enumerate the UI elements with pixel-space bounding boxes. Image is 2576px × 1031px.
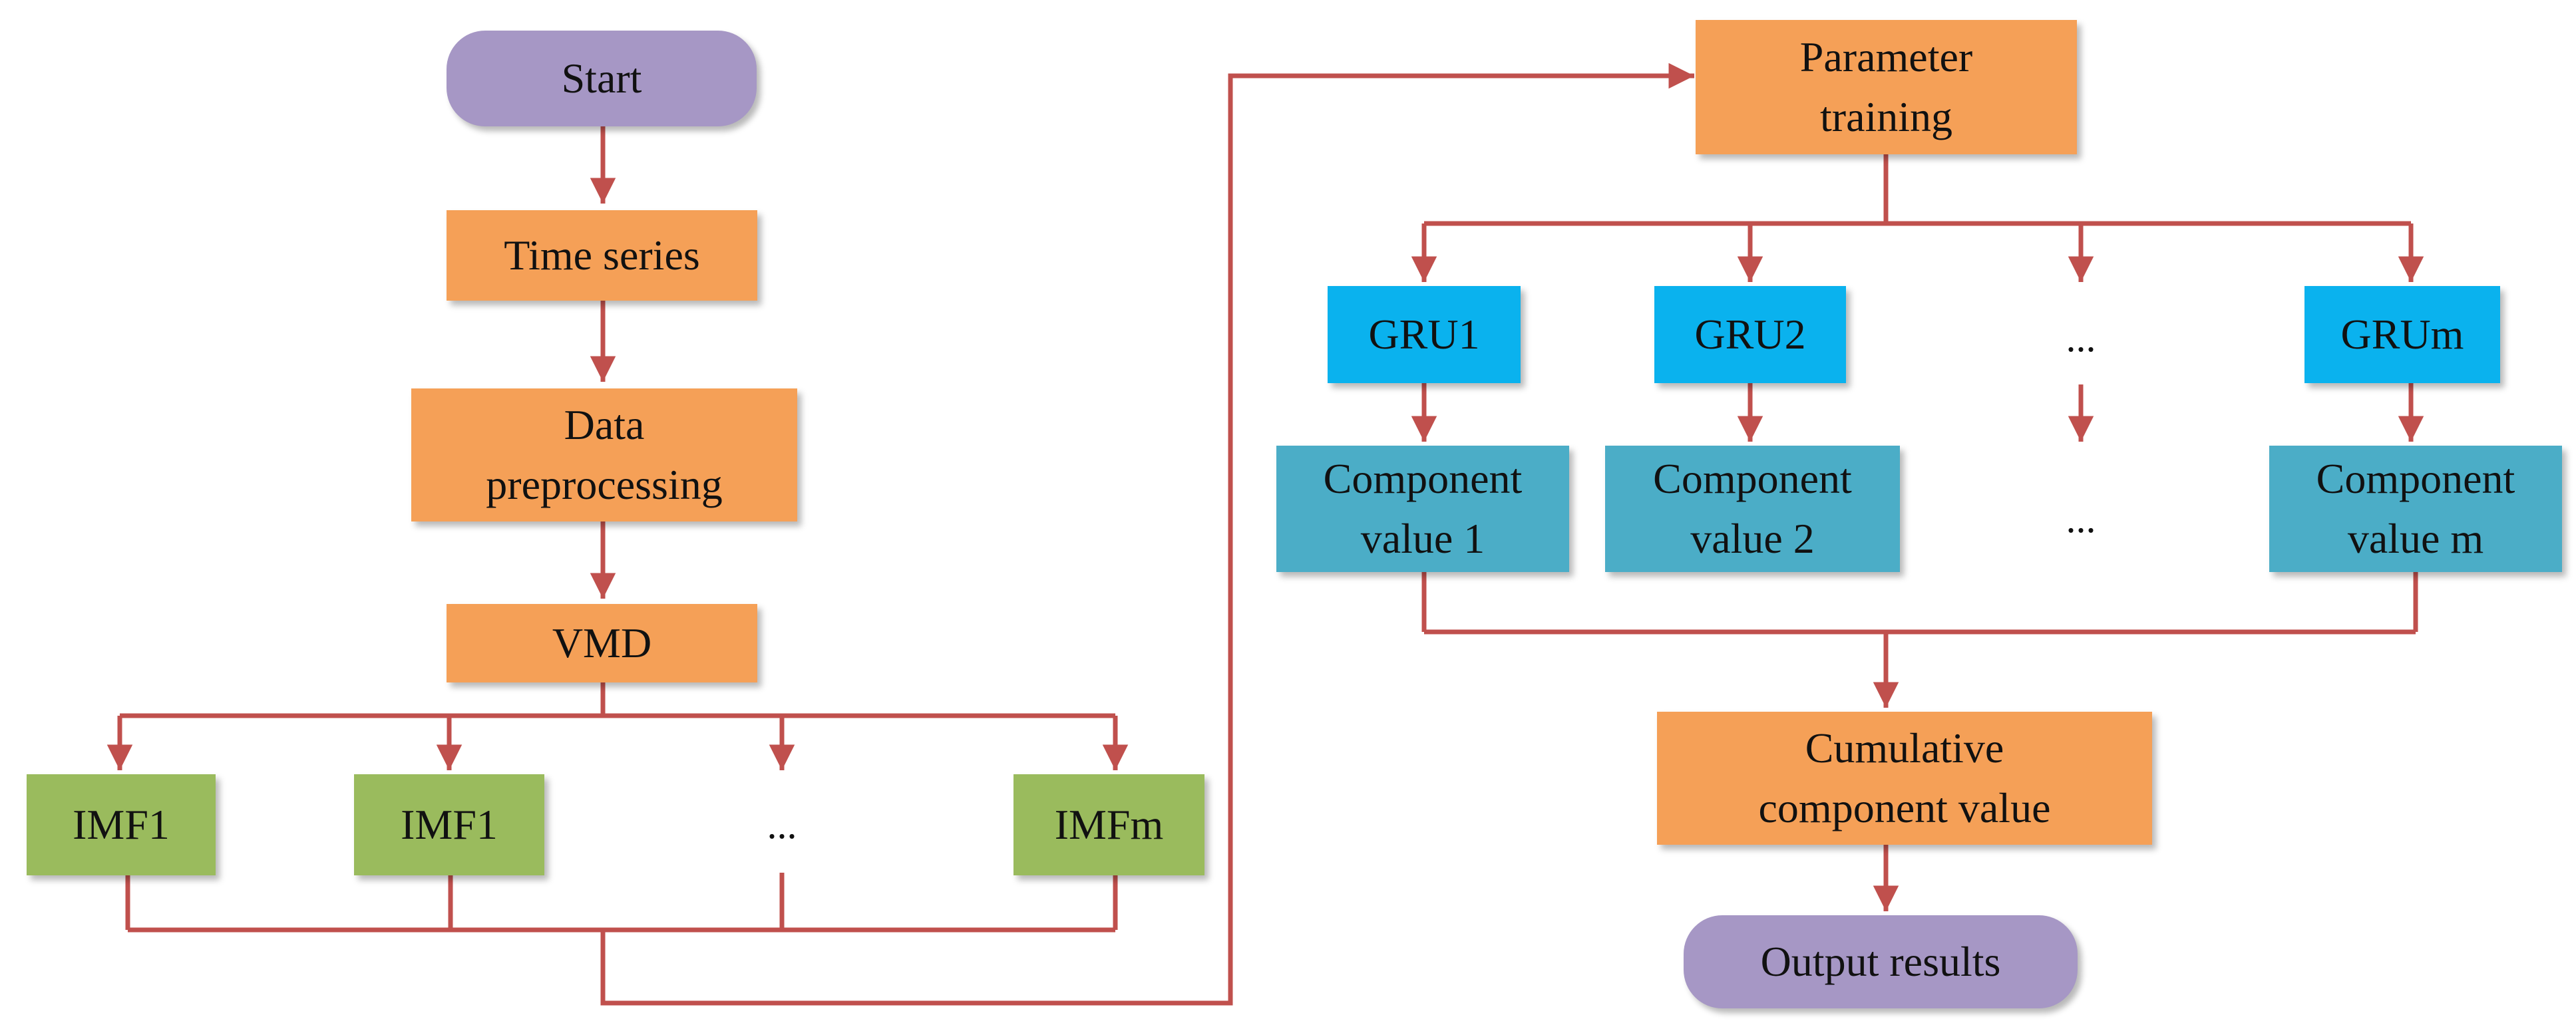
- component-value-m-label-line1: Component: [2316, 455, 2515, 502]
- arrow-to-parameter-training: [600, 63, 1694, 1006]
- parameter-training-label-line1: Parameter: [1799, 33, 1973, 80]
- data-preprocessing-node: Data preprocessing: [411, 388, 797, 521]
- component-value-2-label-line1: Component: [1653, 455, 1852, 502]
- data-preprocessing-label-line2: preprocessing: [486, 461, 723, 508]
- component-value-1-node: Component value 1: [1276, 446, 1569, 572]
- start-label: Start: [561, 55, 642, 102]
- imf1-node-b: IMF1: [354, 774, 544, 875]
- cumulative-label-line1: Cumulative: [1805, 724, 2004, 772]
- start-node: Start: [447, 31, 757, 126]
- gru2-node: GRU2: [1654, 286, 1846, 383]
- grum-label: GRUm: [2340, 311, 2464, 358]
- imf1-label-a: IMF1: [73, 801, 170, 848]
- gru1-node: GRU1: [1328, 286, 1521, 383]
- component-value-2-label-line2: value 2: [1690, 515, 1815, 562]
- data-preprocessing-label-line1: Data: [564, 401, 645, 448]
- imfm-label: IMFm: [1054, 801, 1164, 848]
- parameter-training-node: Parameter training: [1696, 20, 2077, 154]
- time-series-node: Time series: [447, 210, 757, 301]
- component-value-1-label-line1: Component: [1323, 455, 1523, 502]
- parameter-training-label-line2: training: [1819, 93, 1953, 140]
- grum-node: GRUm: [2304, 286, 2500, 383]
- component-value-2-node: Component value 2: [1605, 446, 1900, 572]
- imf1-node-a: IMF1: [27, 774, 216, 875]
- gru-ellipsis: ...: [2066, 316, 2096, 360]
- component-value-m-node: Component value m: [2269, 446, 2562, 572]
- component-value-1-label-line2: value 1: [1360, 515, 1485, 562]
- component-value-m-label-line2: value m: [2347, 515, 2484, 562]
- time-series-label: Time series: [504, 231, 700, 279]
- output-results-node: Output results: [1684, 915, 2078, 1008]
- vmd-label: VMD: [552, 619, 652, 666]
- imf-ellipsis: ...: [767, 803, 797, 847]
- gru1-label: GRU1: [1368, 311, 1480, 358]
- output-results-label: Output results: [1760, 938, 2001, 985]
- cumulative-label-line2: component value: [1758, 784, 2051, 831]
- imfm-node: IMFm: [1013, 774, 1204, 875]
- gru2-label: GRU2: [1694, 311, 1806, 358]
- cumulative-component-value-node: Cumulative component value: [1657, 712, 2152, 845]
- vmd-node: VMD: [447, 604, 757, 682]
- component-ellipsis: ...: [2066, 497, 2096, 541]
- imf1-label-b: IMF1: [401, 801, 498, 848]
